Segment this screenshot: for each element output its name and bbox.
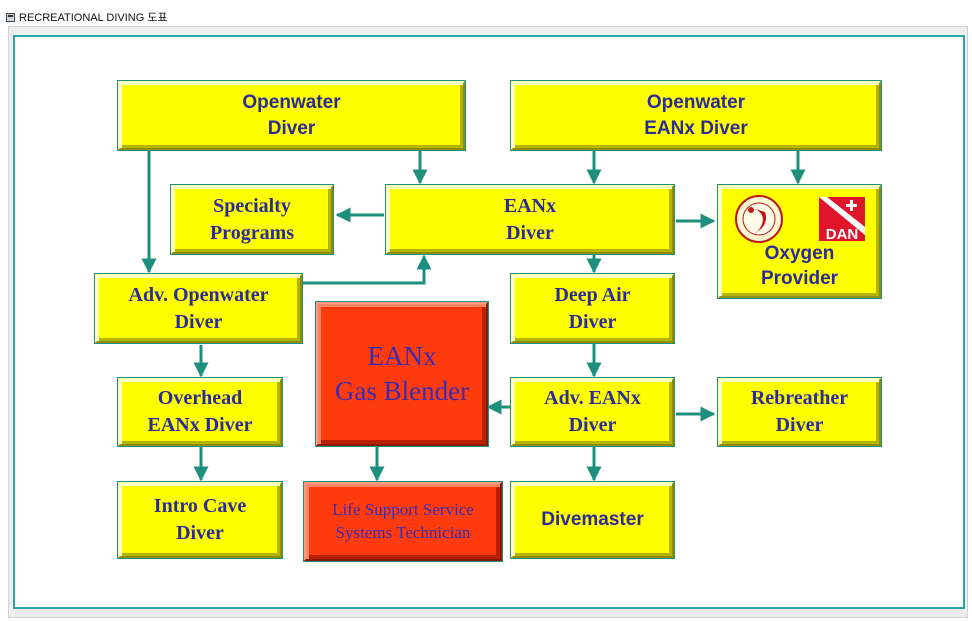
node-oxygen-provider: DAN Oxygen Provider bbox=[718, 185, 881, 298]
node-openwater-eanx-diver: Openwater EANx Diver bbox=[511, 81, 881, 150]
window-title: RECREATIONAL DIVING 도표 bbox=[19, 12, 168, 24]
node-eanx-diver: EANx Diver bbox=[386, 185, 674, 254]
page-icon bbox=[6, 12, 15, 22]
node-adv-eanx-diver: Adv. EANx Diver bbox=[511, 378, 674, 446]
oxygen-provider-logos: DAN bbox=[720, 194, 879, 244]
edge-adv-openwater-to-eanx bbox=[302, 254, 432, 285]
node-deep-air-diver: Deep Air Diver bbox=[511, 274, 674, 343]
oxygen-provider-label: Oxygen Provider bbox=[760, 242, 839, 290]
node-overhead-eanx-diver: Overhead EANx Diver bbox=[118, 378, 282, 446]
node-openwater-diver: Openwater Diver bbox=[118, 81, 465, 150]
node-adv-openwater-diver: Adv. Openwater Diver bbox=[95, 274, 302, 343]
dan-flag-icon: DAN bbox=[819, 197, 865, 241]
node-specialty-programs: Specialty Programs bbox=[171, 185, 333, 254]
dan-logo-text: DAN bbox=[826, 226, 859, 241]
node-life-support-technician: Life Support Service Systems Technician bbox=[304, 482, 502, 561]
diver-seal-icon bbox=[735, 195, 783, 243]
node-divemaster: Divemaster bbox=[511, 482, 674, 558]
node-rebreather-diver: Rebreather Diver bbox=[718, 378, 881, 446]
window-titlebar: RECREATIONAL DIVING 도표 bbox=[6, 8, 168, 26]
node-eanx-gas-blender: EANx Gas Blender bbox=[316, 302, 488, 446]
node-intro-cave-diver: Intro Cave Diver bbox=[118, 482, 282, 558]
